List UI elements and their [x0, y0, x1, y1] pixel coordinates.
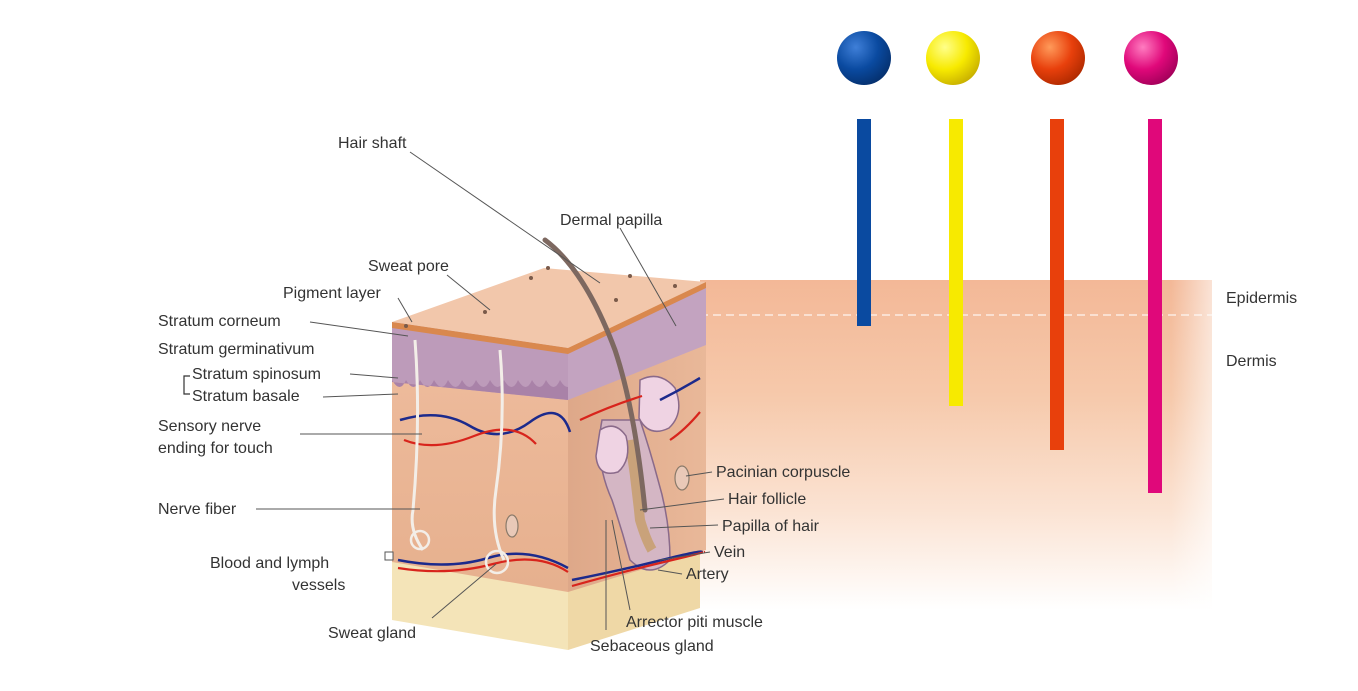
pink-light-ball: [1124, 31, 1178, 85]
label-sensory-nerve-line1: Sensory nerve: [158, 418, 261, 435]
label-papilla-of-hair: Papilla of hair: [722, 518, 820, 535]
yellow-penetration-bar: [949, 119, 963, 406]
orange-light-ball: [1031, 31, 1085, 85]
label-sweat-gland: Sweat gland: [328, 625, 416, 642]
label-stratum-germinativum: Stratum germinativum: [158, 341, 315, 358]
label-dermal-papilla: Dermal papilla: [560, 212, 662, 229]
pink-penetration-bar: [1148, 119, 1162, 493]
label-nerve-fiber: Nerve fiber: [158, 501, 237, 518]
label-vein: Vein: [714, 544, 745, 561]
epidermis-label: Epidermis: [1226, 290, 1297, 307]
leader-lines: [256, 151, 725, 630]
label-blood-lymph-line1: Blood and lymph: [210, 555, 329, 572]
skin-block-illustration: [392, 237, 706, 650]
label-artery: Artery: [686, 566, 729, 583]
label-arrector-piti-muscle: Arrector piti muscle: [626, 614, 763, 631]
label-sebaceous-gland: Sebaceous gland: [590, 638, 714, 655]
blue-penetration-bar: [857, 119, 871, 326]
yellow-light-ball: [926, 31, 980, 85]
wavelength-markers: [837, 31, 1178, 493]
label-pacinian-corpuscle: Pacinian corpuscle: [716, 464, 850, 481]
label-stratum-spinosum: Stratum spinosum: [192, 366, 321, 383]
label-blood-lymph-line2: vessels: [292, 577, 345, 594]
stratum-bracket: [183, 375, 190, 395]
label-sweat-pore: Sweat pore: [368, 258, 449, 275]
label-hair-follicle: Hair follicle: [728, 491, 806, 508]
dermis-label: Dermis: [1226, 353, 1277, 370]
label-stratum-basale: Stratum basale: [192, 388, 300, 405]
label-sensory-nerve-line2: ending for touch: [158, 440, 273, 457]
label-pigment-layer: Pigment layer: [283, 285, 381, 302]
label-hair-shaft: Hair shaft: [338, 135, 407, 152]
label-stratum-corneum: Stratum corneum: [158, 313, 281, 330]
blue-light-ball: [837, 31, 891, 85]
anatomy-labels: Hair shaft Dermal papilla Sweat pore Pig…: [158, 135, 850, 655]
orange-penetration-bar: [1050, 119, 1064, 450]
